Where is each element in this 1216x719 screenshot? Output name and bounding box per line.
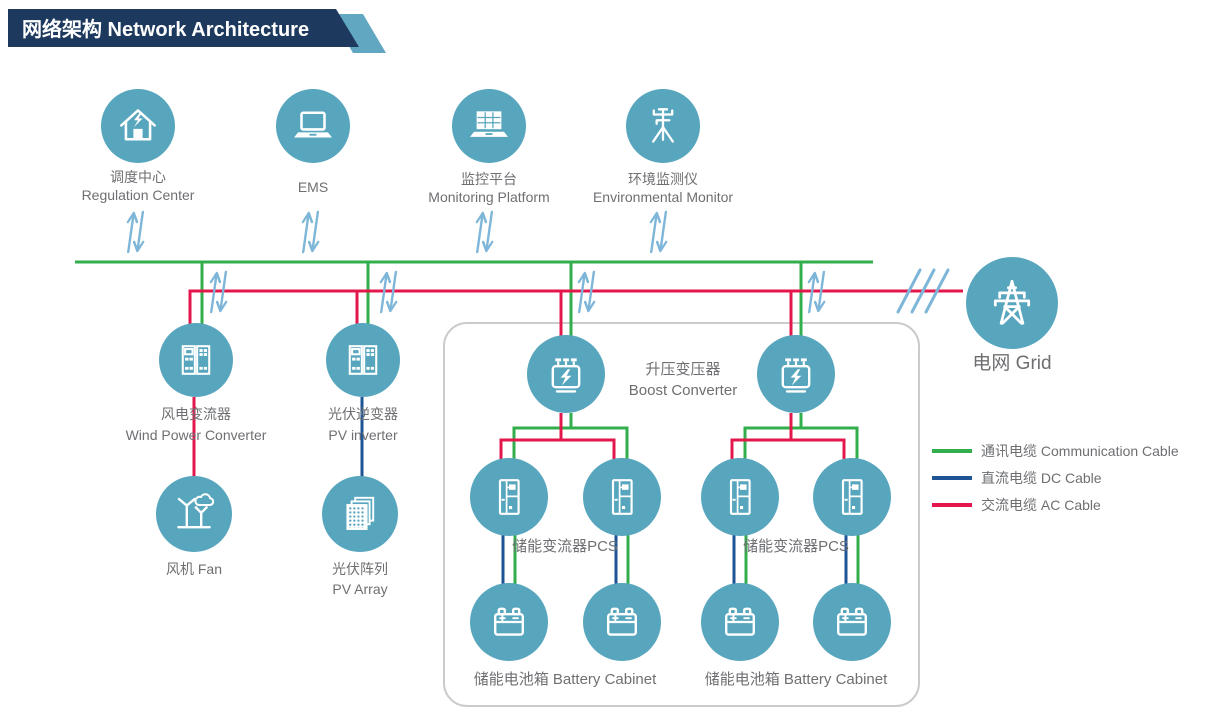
node-boost-converter-2 — [757, 335, 835, 413]
battery-right-label: 储能电池箱 Battery Cabinet — [704, 671, 888, 688]
monitoring-platform-label-en: Monitoring Platform — [428, 189, 550, 205]
ac-branch-pcs-left — [499, 413, 616, 462]
node-battery-3 — [701, 583, 779, 661]
comm-branch-pcs-right — [743, 413, 859, 462]
battery-icon — [598, 598, 646, 646]
double-arrow-icon — [645, 210, 672, 254]
pcs-left-label: 储能变流器PCS — [512, 538, 618, 555]
node-fan — [156, 476, 232, 552]
fan-label: 风机 Fan — [165, 561, 223, 577]
wind-turbine-icon — [170, 490, 218, 538]
pcs-cabinet-icon — [485, 473, 533, 521]
pv-inverter-label-en: PV inverter — [328, 427, 398, 443]
title-banner: 网络架构 Network Architecture — [8, 9, 386, 53]
transmission-tower-icon — [983, 274, 1041, 332]
double-arrow-icon — [297, 210, 324, 254]
ems-label: EMS — [297, 179, 329, 195]
communication-cables — [75, 260, 873, 585]
ac-cable-swatch — [932, 502, 972, 507]
pv-array-label-zh: 光伏阵列 — [332, 561, 388, 577]
page-title: 网络架构 Network Architecture — [22, 17, 309, 41]
dc-cables — [360, 397, 848, 585]
environmental-monitor-label-zh: 环境监测仪 — [628, 171, 698, 187]
comm-links-pcs-battery — [513, 534, 860, 585]
converter-cabinet-icon — [340, 337, 386, 383]
ac-branch-pcs-right — [730, 413, 846, 462]
node-battery-2 — [583, 583, 661, 661]
node-pcs-3 — [701, 458, 779, 536]
wind-converter-label-zh: 风电变流器 — [161, 406, 231, 422]
pcs-cabinet-icon — [828, 473, 876, 521]
communication-cable-swatch — [932, 448, 972, 453]
pcs-cabinet-icon — [598, 473, 646, 521]
transformer-icon — [772, 350, 820, 398]
legend-label-dc: 直流电缆 DC Cable — [981, 469, 1102, 486]
ac-cables — [188, 289, 963, 480]
comm-branch-pcs-left — [512, 413, 629, 462]
transformer-icon — [542, 350, 590, 398]
ac-bus — [188, 289, 963, 331]
pcs-right-label: 储能变流器PCS — [743, 538, 849, 555]
regulation-center-label-zh: 调度中心 — [110, 169, 166, 185]
regulation-center-label-en: Regulation Center — [81, 187, 195, 203]
node-wind-power-converter — [159, 323, 233, 397]
house-lightning-icon — [115, 103, 161, 149]
legend-item-ac: 交流电缆 AC Cable — [932, 491, 1179, 518]
boost-converter-label-zh: 升压变压器 — [645, 361, 721, 378]
node-battery-1 — [470, 583, 548, 661]
converter-cabinet-icon — [173, 337, 219, 383]
monitoring-platform-label-zh: 监控平台 — [461, 171, 517, 187]
node-pcs-4 — [813, 458, 891, 536]
laptop-icon — [290, 103, 336, 149]
legend-item-communication: 通讯电缆 Communication Cable — [932, 437, 1179, 464]
boost-converter-label-en: Boost Converter — [628, 382, 738, 399]
environmental-monitor-label-en: Environmental Monitor — [592, 189, 734, 205]
battery-icon — [485, 598, 533, 646]
node-regulation-center — [101, 89, 175, 163]
legend-item-dc: 直流电缆 DC Cable — [932, 464, 1179, 491]
legend-label-ac: 交流电缆 AC Cable — [981, 496, 1101, 513]
wind-converter-label-en: Wind Power Converter — [125, 427, 267, 443]
pv-inverter-label-zh: 光伏逆变器 — [328, 406, 398, 422]
weather-station-icon — [640, 103, 686, 149]
node-battery-4 — [813, 583, 891, 661]
double-arrow-icon — [122, 210, 149, 254]
node-monitoring-platform — [452, 89, 526, 163]
legend-label-communication: 通讯电缆 Communication Cable — [981, 442, 1179, 459]
node-grid — [966, 257, 1058, 349]
node-pcs-1 — [470, 458, 548, 536]
pv-array-label-en: PV Array — [332, 581, 388, 597]
battery-left-label: 储能电池箱 Battery Cabinet — [473, 671, 657, 688]
node-boost-converter-1 — [527, 335, 605, 413]
laptop-grid-icon — [466, 103, 512, 149]
battery-icon — [716, 598, 764, 646]
title-bg-shape — [8, 9, 359, 47]
legend: 通讯电缆 Communication Cable 直流电缆 DC Cable 交… — [932, 437, 1179, 518]
node-pcs-2 — [583, 458, 661, 536]
dc-cable-swatch — [932, 475, 972, 480]
grid-label: 电网 Grid — [972, 353, 1052, 374]
dc-links-pcs-battery — [501, 534, 848, 585]
pcs-cabinet-icon — [716, 473, 764, 521]
line-break-slashes-icon — [896, 268, 950, 314]
node-ems — [276, 89, 350, 163]
node-pv-array — [322, 476, 398, 552]
node-pv-inverter — [326, 323, 400, 397]
double-arrow-icon — [471, 210, 498, 254]
battery-icon — [828, 598, 876, 646]
node-environmental-monitor — [626, 89, 700, 163]
solar-panel-icon — [336, 490, 384, 538]
